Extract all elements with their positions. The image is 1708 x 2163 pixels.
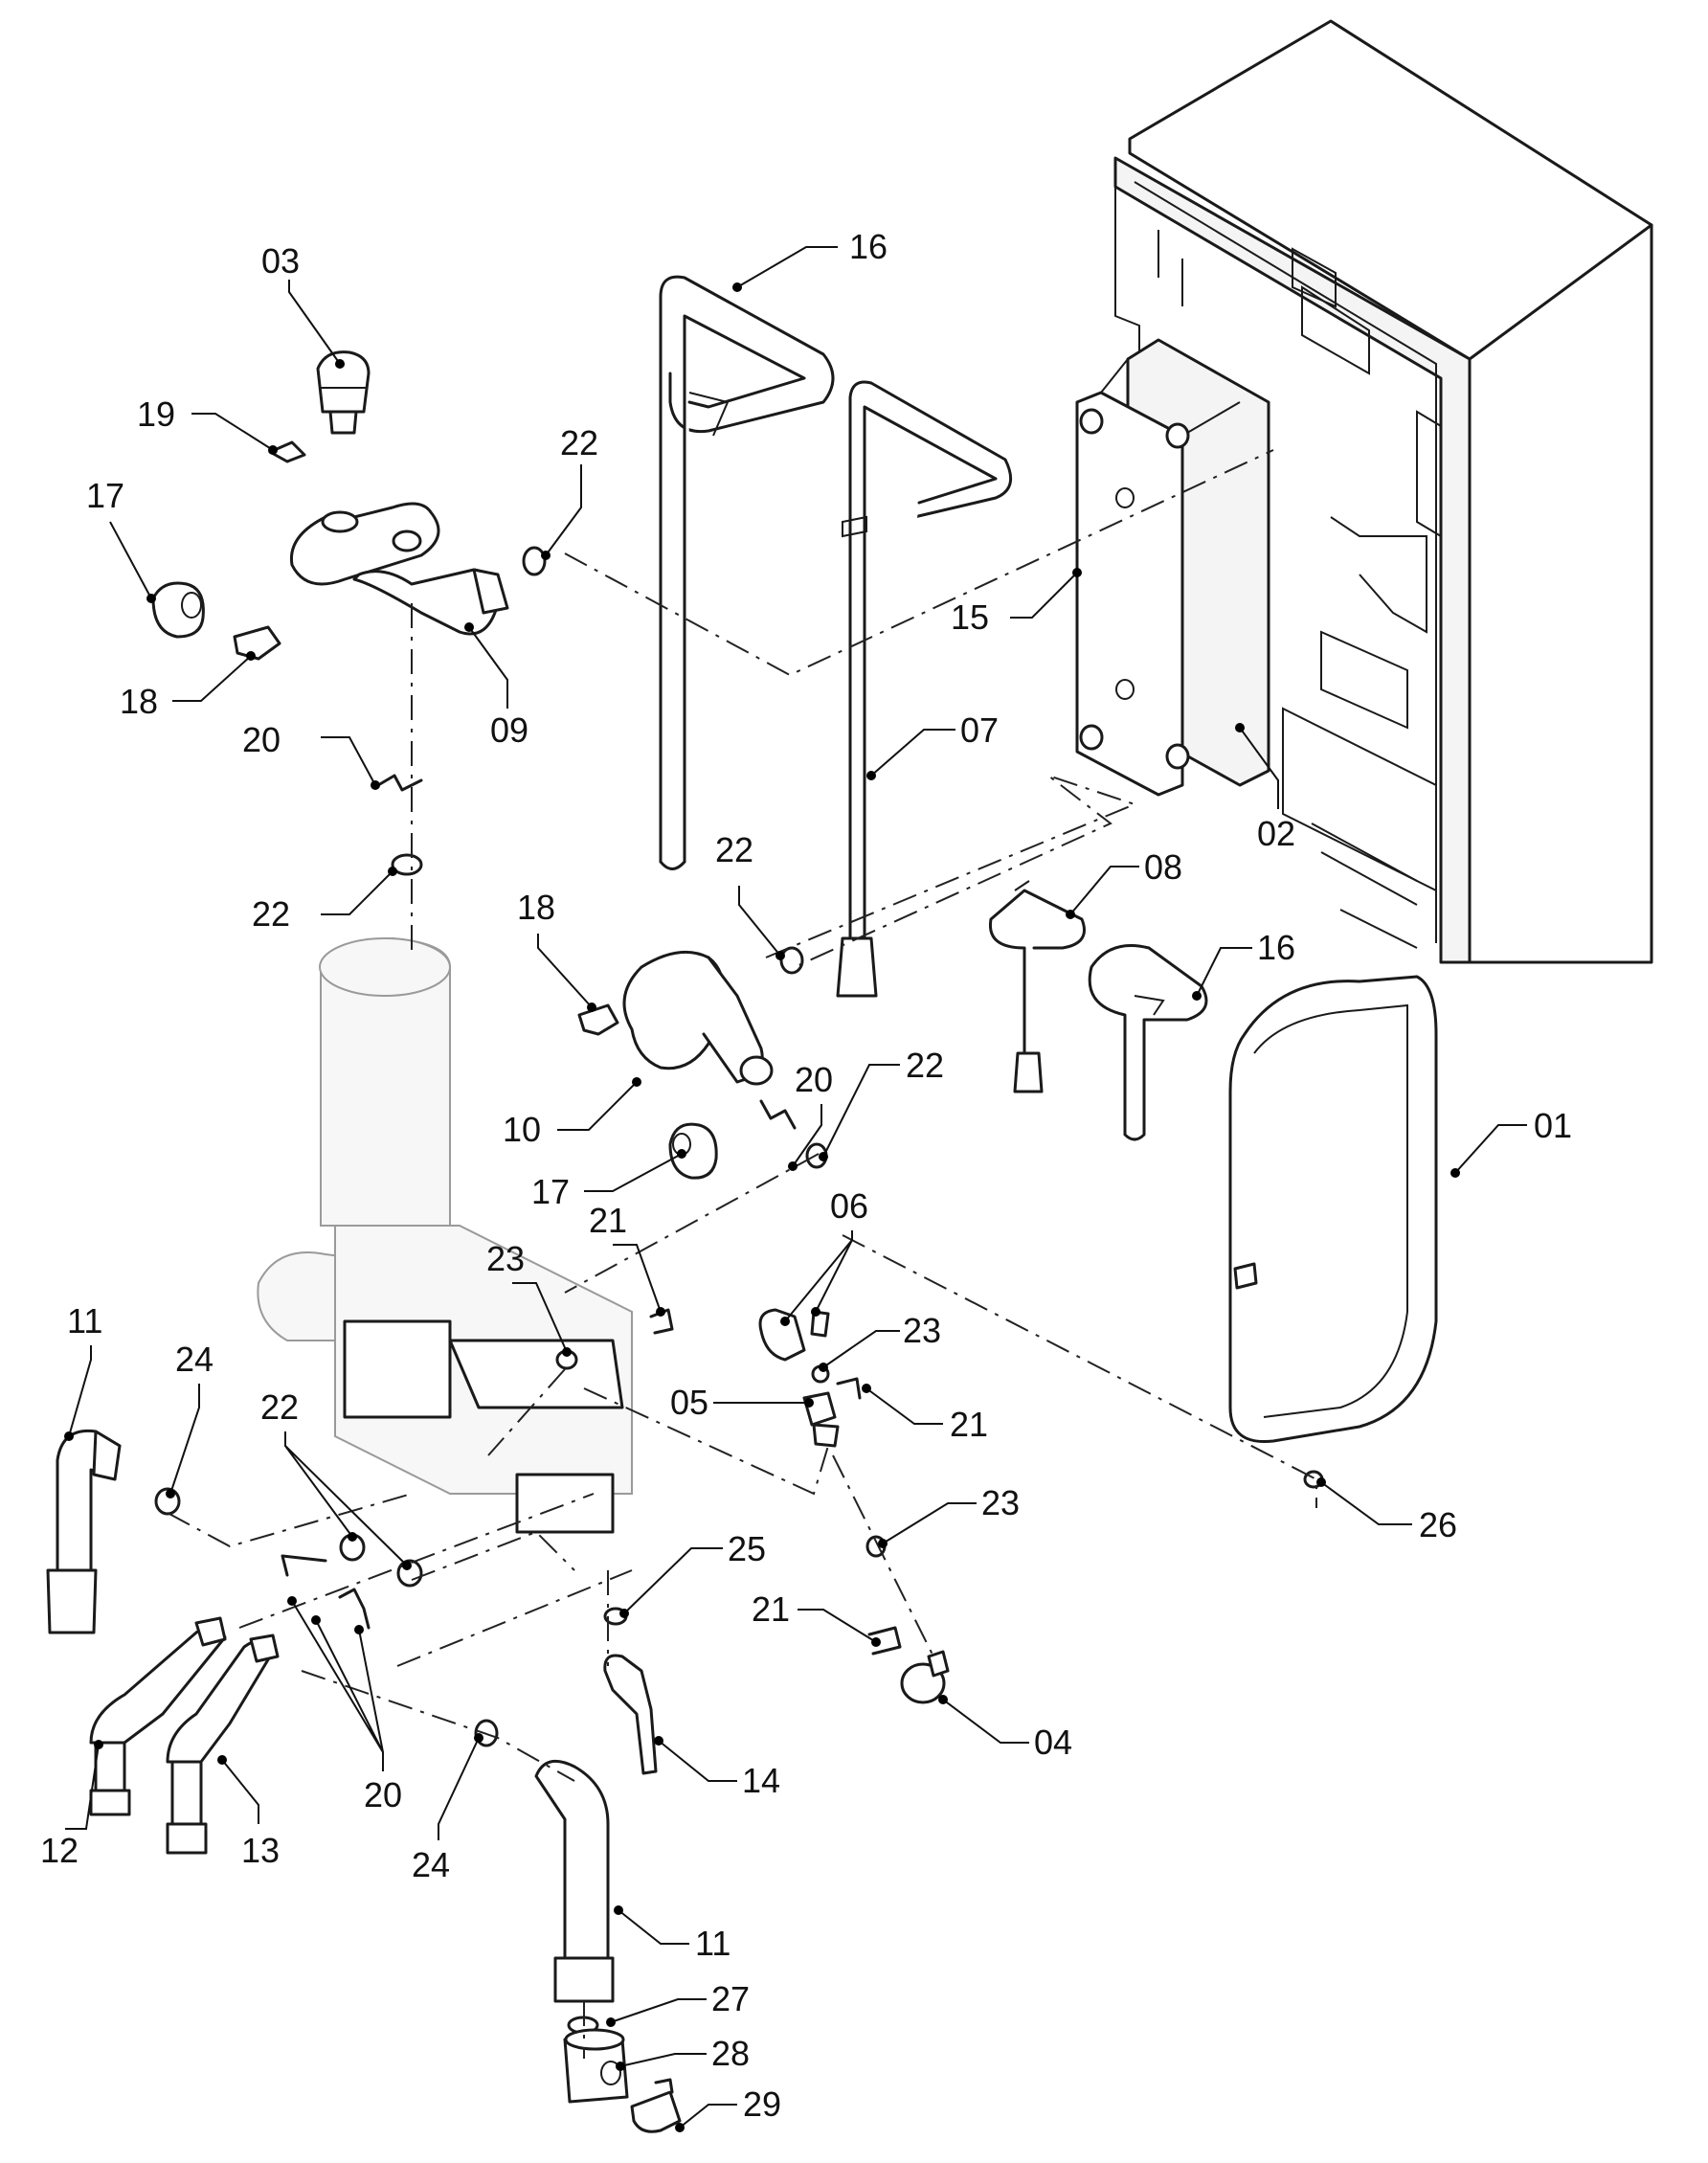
callout-24: 24 — [412, 1845, 450, 1884]
callout-17: 17 — [531, 1172, 570, 1211]
callout-19: 19 — [137, 394, 175, 434]
callout-23: 23 — [903, 1311, 941, 1350]
clip-19 — [268, 440, 306, 463]
clip-20-middle — [759, 1099, 797, 1130]
pump-chamber-outline — [257, 936, 633, 1534]
pressure-gauge-04 — [900, 1650, 950, 1704]
pipe-11-right — [534, 1759, 615, 2003]
callout-08: 08 — [1144, 847, 1182, 887]
callout-29: 29 — [743, 2084, 781, 2124]
drain-pipe-14 — [603, 1654, 658, 1775]
callout-16: 16 — [849, 227, 888, 266]
callout-20: 20 — [795, 1060, 833, 1099]
cap-17-upper — [151, 581, 205, 639]
callout-25: 25 — [728, 1529, 766, 1568]
callout-13: 13 — [241, 1831, 280, 1870]
pipe-11-left — [46, 1429, 122, 1634]
callout-03: 03 — [261, 241, 300, 281]
callout-06: 06 — [830, 1186, 868, 1226]
callout-01: 01 — [1534, 1106, 1572, 1145]
callout-21: 21 — [950, 1405, 988, 1444]
valve-06 — [758, 1308, 830, 1362]
callout-14: 14 — [742, 1761, 780, 1800]
cap-17-middle — [668, 1122, 718, 1180]
callout-20: 20 — [242, 720, 281, 759]
callout-05: 05 — [670, 1383, 708, 1422]
callout-11: 11 — [695, 1924, 730, 1963]
callout-21: 21 — [752, 1589, 790, 1629]
clip-18-upper — [233, 625, 281, 661]
callout-labels: 03 19 17 22 18 09 20 22 16 15 07 02 22 1… — [40, 227, 1572, 2124]
callout-21: 21 — [589, 1201, 627, 1240]
callout-07: 07 — [960, 710, 999, 750]
pipe-16-lower — [1088, 944, 1208, 1141]
expansion-vessel — [1228, 975, 1438, 1444]
callout-22: 22 — [715, 830, 753, 869]
callout-11: 11 — [67, 1301, 102, 1341]
clip-18-middle — [577, 1003, 619, 1036]
plate-heat-exchanger — [1075, 338, 1270, 797]
callout-22: 22 — [906, 1046, 944, 1085]
callout-10: 10 — [503, 1110, 541, 1149]
callout-27: 27 — [711, 1979, 750, 2018]
callout-23: 23 — [486, 1239, 525, 1278]
pipe-13 — [166, 1634, 280, 1855]
callout-15: 15 — [951, 597, 989, 637]
callout-04: 04 — [1034, 1723, 1072, 1762]
callout-09: 09 — [490, 710, 528, 750]
tee-elbow-09 — [289, 502, 509, 636]
callout-22: 22 — [260, 1387, 299, 1427]
pipe-07 — [836, 380, 1013, 998]
clips-20-lower — [281, 1554, 371, 1630]
callout-23: 23 — [981, 1483, 1020, 1522]
callout-17: 17 — [86, 476, 124, 515]
assembly-guides — [167, 449, 1317, 2059]
nut-28 — [563, 2028, 629, 2104]
elbow-10 — [622, 950, 774, 1086]
pipe-08 — [988, 880, 1086, 1093]
valve-29 — [630, 2078, 682, 2133]
pipe-16-upper — [659, 275, 835, 870]
callout-26: 26 — [1419, 1505, 1457, 1544]
callout-12: 12 — [40, 1831, 79, 1870]
air-vent-03 — [316, 350, 371, 435]
pipe-12 — [89, 1616, 227, 1816]
callout-02: 02 — [1257, 814, 1295, 853]
callout-leaders — [64, 246, 1527, 2132]
callout-18: 18 — [517, 888, 555, 927]
callout-16: 16 — [1257, 928, 1295, 967]
callout-18: 18 — [120, 682, 158, 721]
callout-22: 22 — [252, 894, 290, 934]
callout-20: 20 — [364, 1775, 402, 1814]
callout-22: 22 — [560, 423, 598, 462]
callout-24: 24 — [175, 1340, 214, 1379]
callout-28: 28 — [711, 2034, 750, 2073]
